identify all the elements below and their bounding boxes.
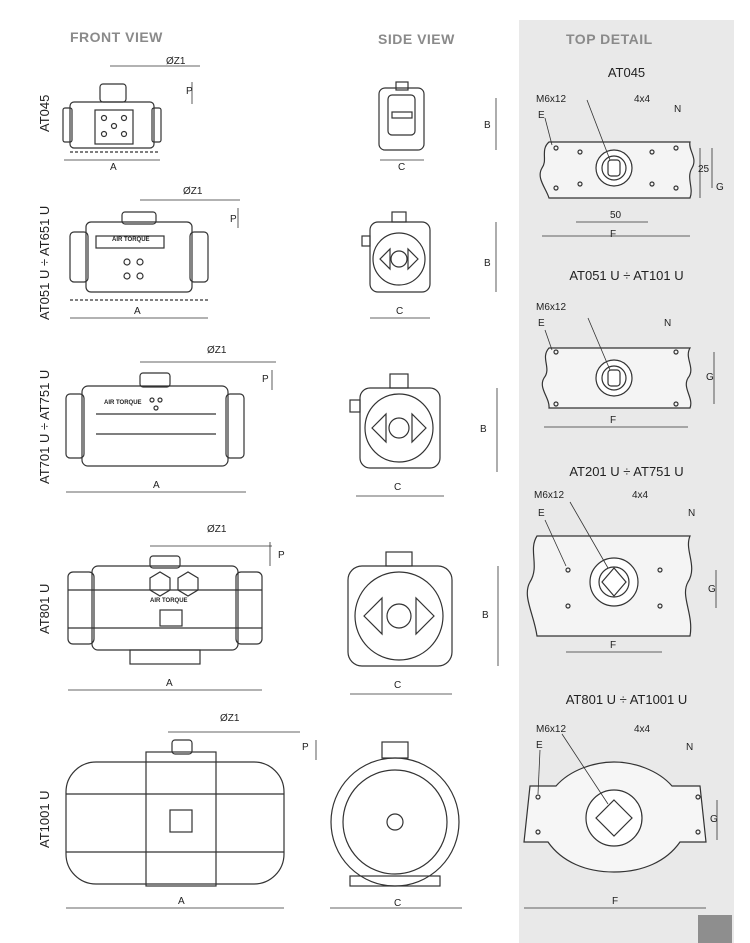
dim-n: N <box>664 318 672 329</box>
detail-title-1: AT045 <box>607 65 646 80</box>
side-view-at701 <box>349 373 498 497</box>
brand-plate: AIR TORQUE <box>104 400 142 406</box>
dim-e: E <box>538 508 545 519</box>
side-view-at801 <box>347 551 499 695</box>
detail-title-2: AT051 U ÷ AT101 U <box>569 268 684 283</box>
dim-4x4: 4x4 <box>632 490 649 501</box>
dim-p: P <box>262 374 269 385</box>
dim-c: C <box>394 482 402 493</box>
dim-b: B <box>482 610 489 621</box>
dim-p: P <box>278 550 285 561</box>
dim-b: B <box>484 258 491 269</box>
dim-f: F <box>612 896 619 907</box>
dim-z1: ØZ1 <box>207 345 227 356</box>
dim-4x4: 4x4 <box>634 94 651 105</box>
dim-e: E <box>538 110 545 121</box>
front-view-at701 <box>65 361 276 493</box>
dim-n: N <box>674 104 682 115</box>
dim-a: A <box>134 306 141 317</box>
detail-title-4: AT801 U ÷ AT1001 U <box>565 692 688 707</box>
dim-g: G <box>706 372 714 383</box>
dim-g: G <box>710 814 718 825</box>
dim-a: A <box>153 480 160 491</box>
dim-b: B <box>480 424 487 435</box>
dim-z1: ØZ1 <box>183 186 203 197</box>
dim-g: G <box>708 584 716 595</box>
front-view-at1001 <box>65 731 317 909</box>
dim-g: G <box>716 182 724 193</box>
front-view-at045 <box>62 65 200 161</box>
dim-m6x12: M6x12 <box>536 724 567 735</box>
top-detail-at701 <box>526 501 717 653</box>
top-detail-at051 <box>541 317 715 428</box>
dim-25: 25 <box>698 164 710 175</box>
dim-c: C <box>394 898 402 909</box>
dim-e: E <box>538 318 545 329</box>
dim-p: P <box>302 742 309 753</box>
brand-plate: AIR TORQUE <box>150 598 188 604</box>
dim-50: 50 <box>610 210 622 221</box>
dim-e: E <box>536 740 543 751</box>
page-corner-tab <box>698 915 732 943</box>
dim-c: C <box>396 306 404 317</box>
side-view-at045 <box>378 81 497 161</box>
dim-a: A <box>110 162 117 173</box>
dim-z1: ØZ1 <box>166 56 186 67</box>
dim-c: C <box>394 680 402 691</box>
side-view-at051 <box>361 211 497 319</box>
dim-m6x12: M6x12 <box>536 302 567 313</box>
top-detail-at045 <box>539 99 713 237</box>
dim-c: C <box>398 162 406 173</box>
side-view-header: SIDE VIEW <box>378 31 455 47</box>
dim-p: P <box>186 86 193 97</box>
dim-f: F <box>610 229 617 240</box>
dim-m6x12: M6x12 <box>536 94 567 105</box>
dim-b: B <box>484 120 491 131</box>
top-detail-at801 <box>523 733 718 909</box>
dim-4x4: 4x4 <box>634 724 651 735</box>
front-view-header: FRONT VIEW <box>70 29 163 45</box>
detail-title-3: AT201 U ÷ AT751 U <box>569 464 684 479</box>
dim-m6x12: M6x12 <box>534 490 565 501</box>
dim-p: P <box>230 214 237 225</box>
brand-plate: AIR TORQUE <box>112 237 150 243</box>
dim-n: N <box>688 508 696 519</box>
front-view-at801 <box>67 542 272 691</box>
dim-f: F <box>610 640 617 651</box>
side-view-at1001 <box>330 741 462 909</box>
dim-a: A <box>166 678 173 689</box>
dim-n: N <box>686 742 694 753</box>
dim-f: F <box>610 415 617 426</box>
dim-a: A <box>178 896 185 907</box>
top-detail-header: TOP DETAIL <box>566 31 653 47</box>
front-view-at051 <box>69 199 240 319</box>
dim-z1: ØZ1 <box>207 524 227 535</box>
dim-z1: ØZ1 <box>220 713 240 724</box>
